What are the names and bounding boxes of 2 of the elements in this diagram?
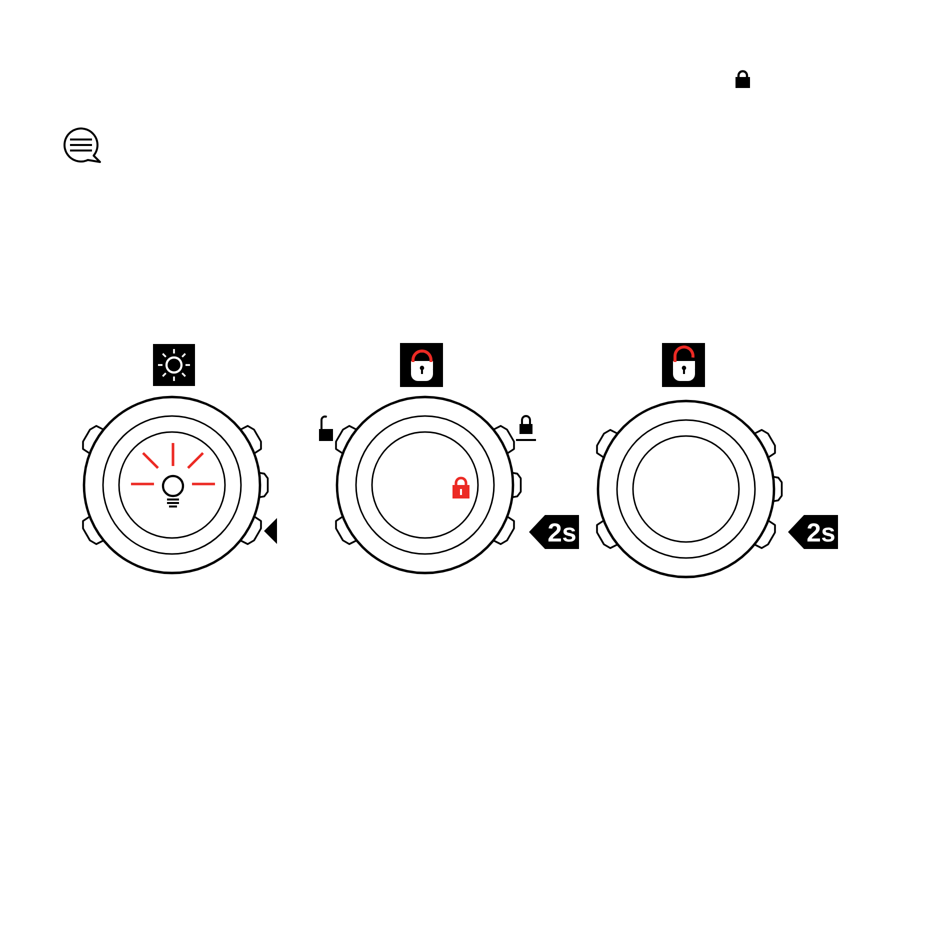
duration-tag: 2s [788,515,838,549]
duration-tag: 2s [529,515,579,549]
